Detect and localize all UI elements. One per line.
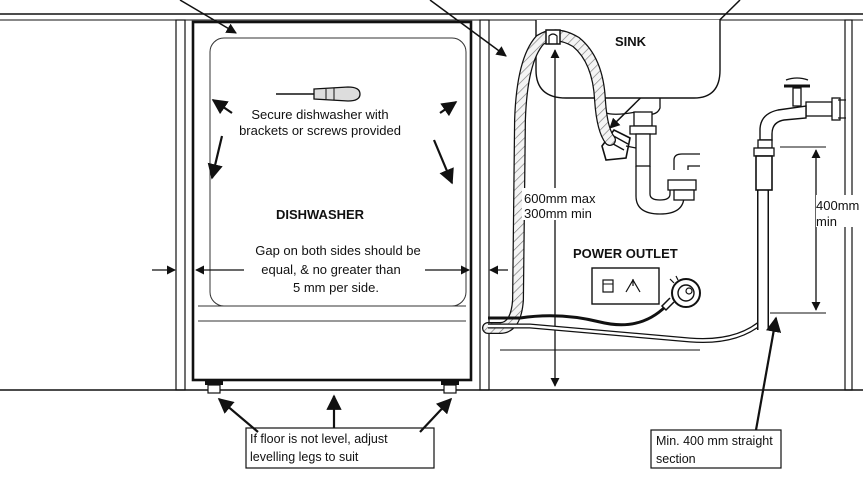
level-callout-line1: If floor is not level, adjust (250, 432, 388, 446)
inlet-hose (488, 170, 769, 343)
left-cabinet-panel (175, 19, 186, 391)
gap-label-line1: Gap on both sides should be (255, 243, 421, 258)
sink (535, 20, 721, 215)
tap-height-label-bg (816, 195, 856, 227)
level-callout-line2: levelling legs to suit (250, 450, 359, 464)
hose-height-line2: 300mm min (524, 206, 592, 221)
straight-callout-line2: section (656, 452, 696, 466)
water-tap-icon (753, 77, 846, 191)
level-callout: If floor is not level, adjust levelling … (217, 394, 453, 469)
secure-label-line2: brackets or screws provided (239, 123, 401, 138)
drain-hose (482, 29, 616, 334)
power-outlet-label: POWER OUTLET (573, 246, 678, 261)
hose-height-label-bg (522, 188, 592, 220)
level-callout-box (245, 427, 435, 469)
power-plug-icon (660, 275, 701, 312)
straight-callout-line1: Min. 400 mm straight (656, 434, 773, 448)
gap-label-line2: equal, & no greater than (261, 262, 401, 277)
tap-height-line1: 400mm (816, 198, 859, 213)
right-cabinet-panel (479, 19, 490, 391)
tap-height-line2: min (816, 214, 837, 229)
power-cord (488, 275, 701, 327)
left-levelling-leg (205, 380, 223, 394)
straight-section-callout-box (650, 429, 782, 469)
sink-label: SINK (615, 34, 647, 49)
dishwasher (191, 20, 473, 394)
bracket-arrows (207, 99, 458, 185)
power-outlet-plate (591, 267, 660, 305)
outlet-switch-icon (602, 279, 614, 293)
tap-height-dimension (770, 146, 826, 314)
hose-height-line1: 600mm max (524, 191, 596, 206)
right-levelling-leg (441, 380, 459, 394)
screwdriver-icon (276, 86, 361, 102)
power-outlet (591, 267, 660, 305)
dishwasher-label: DISHWASHER (276, 207, 365, 222)
straight-section-callout: Min. 400 mm straight section (650, 316, 782, 469)
gap-label-line3: 5 mm per side. (293, 280, 379, 295)
secure-label-line1: Secure dishwasher with (251, 107, 388, 122)
